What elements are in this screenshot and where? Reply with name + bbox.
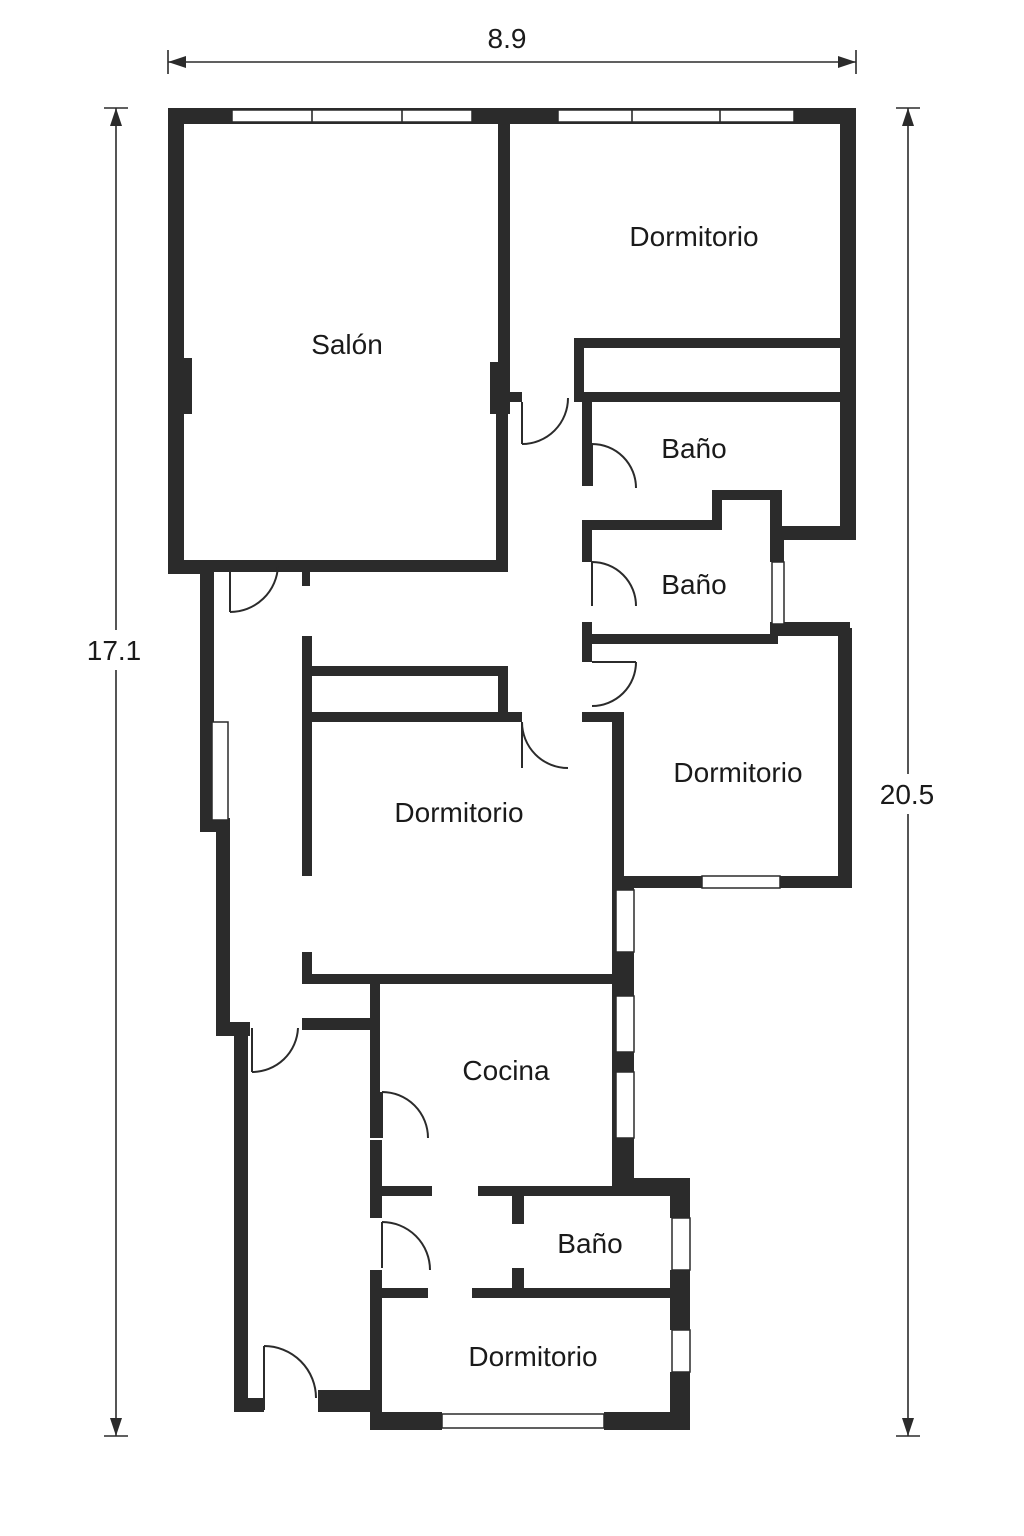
- room-label-cocina: Cocina: [462, 1055, 550, 1086]
- room-label-dormitorio-1: Dormitorio: [629, 221, 758, 252]
- dimension-top: 8.9: [167, 23, 857, 74]
- room-label-dormitorio-3: Dormitorio: [394, 797, 523, 828]
- room-label-salon: Salón: [311, 329, 383, 360]
- room-label-bano-1: Baño: [661, 433, 726, 464]
- dimension-left: 17.1: [80, 107, 152, 1437]
- windows: [211, 109, 795, 1429]
- room-label-dormitorio-2: Dormitorio: [673, 757, 802, 788]
- room-label-bano-2: Baño: [661, 569, 726, 600]
- room-label-bano-3: Baño: [557, 1228, 622, 1259]
- dimension-top-label: 8.9: [488, 23, 527, 54]
- room-label-dormitorio-4: Dormitorio: [468, 1341, 597, 1372]
- doors: [229, 397, 637, 1410]
- dimension-left-label: 17.1: [87, 635, 142, 666]
- dimension-right-label: 20.5: [880, 779, 935, 810]
- dimension-right: 20.5: [866, 107, 950, 1437]
